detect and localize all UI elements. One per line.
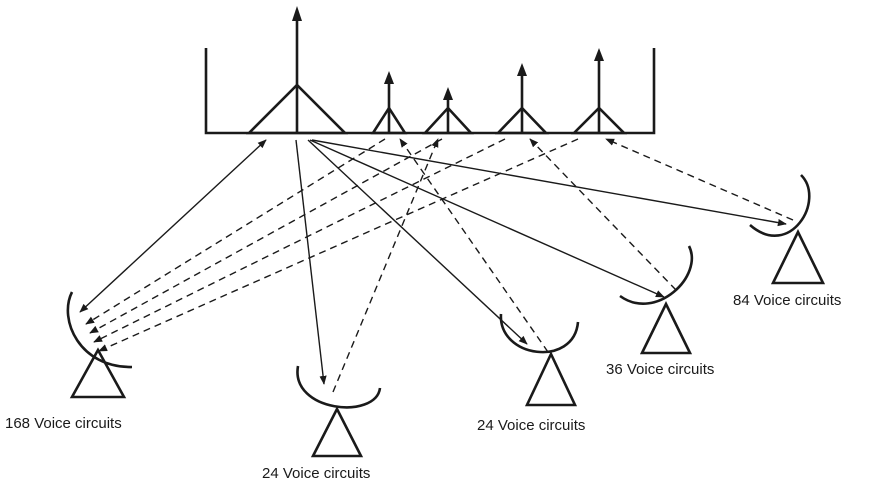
earth-station-36 [619, 245, 694, 355]
antenna-mount [69, 347, 127, 399]
link-dashed [98, 138, 579, 352]
antenna-mount [770, 229, 826, 285]
earth-stations [66, 174, 826, 458]
transponder-spectrum [204, 6, 656, 135]
link-dashed [93, 138, 506, 343]
carrier-arrowhead [443, 87, 453, 100]
link-solid [79, 139, 267, 313]
link-dashed [529, 138, 677, 291]
station-label-24-left: 24 Voice circuits [262, 465, 371, 482]
link-dashed [89, 138, 443, 334]
dish-antenna [296, 365, 382, 409]
link-dashed [332, 138, 439, 393]
earth-station-84 [749, 174, 826, 285]
carrier-arrowhead [384, 71, 394, 84]
antenna-mount [310, 406, 364, 458]
link-solid [295, 139, 327, 385]
link-dashed [399, 138, 549, 353]
antenna-mount [524, 350, 578, 407]
station-label-168: 168 Voice circuits [5, 415, 122, 432]
link-solid [309, 139, 665, 298]
station-label-36: 36 Voice circuits [606, 361, 715, 378]
carrier-24a [370, 71, 408, 135]
dish-antenna [619, 245, 694, 305]
carrier-84 [570, 48, 628, 135]
dish-antenna [66, 291, 133, 369]
dish-antenna [499, 313, 580, 354]
signal-links [79, 138, 794, 393]
carrier-24b [422, 87, 474, 135]
carrier-168 [245, 6, 349, 135]
station-label-24-right: 24 Voice circuits [477, 417, 586, 434]
carrier-arrowhead [292, 6, 302, 21]
link-solid [311, 139, 787, 227]
link-dashed [85, 138, 386, 325]
carrier-arrowhead [517, 63, 527, 76]
earth-station-168 [66, 291, 133, 399]
antenna-mount [639, 301, 693, 355]
dish-antenna [749, 174, 811, 237]
carrier-36 [494, 63, 550, 135]
earth-station-24-left [296, 365, 382, 458]
earth-station-24-right [499, 313, 580, 407]
carrier-arrowhead [594, 48, 604, 61]
station-label-84: 84 Voice circuits [733, 292, 842, 309]
link-dashed [605, 138, 794, 221]
link-solid [307, 139, 528, 345]
